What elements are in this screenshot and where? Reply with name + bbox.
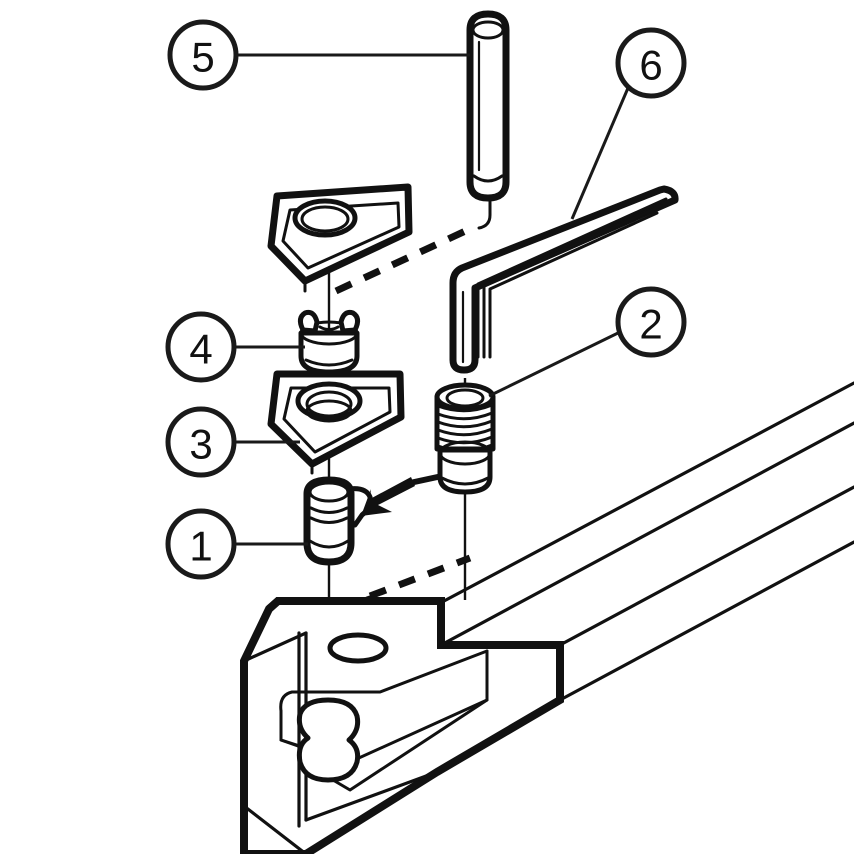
seat-pocket-wall-left-return (279, 738, 300, 748)
cylindrical-pin (466, 10, 510, 230)
lock-pin-bottom-edge (308, 539, 350, 549)
callout-6-label: 6 (639, 42, 662, 89)
thread-turn-2 (436, 411, 494, 421)
shim-plate-hole-counterbore (305, 390, 353, 418)
cylindrical-pin-body (466, 10, 510, 202)
dashed-assembly-path-lower (368, 554, 472, 600)
holder-left-chamfer-to-face (242, 631, 308, 663)
threaded-screw-hex-socket-inner (445, 388, 485, 408)
shim-plate (267, 370, 405, 475)
shim-plate-hole-inner (305, 399, 353, 423)
cylindrical-pin-top-face (471, 20, 505, 40)
pin-to-dashed-connector (477, 196, 492, 230)
callout-3-circle[interactable] (165, 406, 237, 478)
callout-5-label: 5 (191, 34, 214, 81)
arrow-head-and-shaft (361, 477, 415, 516)
dashed-assembly-path-upper (334, 224, 474, 295)
cutting-insert-hole-inner (300, 205, 350, 233)
callout-5[interactable]: 5 (167, 19, 239, 91)
callout-4[interactable]: 4 (165, 311, 237, 383)
threaded-screw (434, 382, 496, 495)
shank-top-front-edge (439, 421, 854, 647)
callout-4-circle[interactable] (165, 311, 237, 383)
leader-6 (570, 87, 630, 220)
seat-pocket-keyhole-recess (296, 697, 361, 783)
callout-2-circle[interactable] (615, 286, 687, 358)
cutting-insert-chamfer (281, 201, 401, 270)
lock-pin (303, 476, 373, 566)
lock-pin-groove-1 (309, 506, 349, 514)
clamp-ring-slot (318, 325, 340, 331)
clamp-ring (297, 309, 361, 375)
callout-4-label: 4 (189, 326, 212, 373)
callout-2[interactable]: 2 (615, 286, 687, 358)
hex-key-facet-1 (476, 197, 668, 359)
lock-pin-groove-2 (309, 516, 349, 524)
lock-pin-top-face (308, 481, 350, 503)
threaded-screw-collar-rim (438, 440, 492, 466)
clamp-ring-finger-right (338, 309, 361, 334)
shank-top-back-edge (442, 381, 854, 603)
holder-bottom-left-chamfer (242, 804, 308, 854)
callout-6[interactable]: 6 (615, 27, 687, 99)
holder-bottom-front-edge (304, 770, 439, 822)
cutting-insert (267, 183, 413, 293)
hex-key-body (449, 185, 679, 374)
clamp-ring-bottom-edge (304, 358, 354, 367)
callout-1-label: 1 (189, 523, 212, 570)
tool-holder-body (240, 381, 854, 854)
hex-key (449, 185, 679, 374)
thread-turn-1 (436, 403, 494, 413)
threaded-screw-collar (437, 447, 493, 495)
clamp-ring-top-rim (299, 320, 359, 346)
callout-5-circle[interactable] (167, 19, 239, 91)
shank-bottom-edge (558, 540, 854, 702)
callout-3-label: 3 (189, 421, 212, 468)
clamp-ring-finger-left (297, 309, 320, 334)
seat-pocket-back-wall-top (279, 649, 489, 713)
callout-1-circle[interactable] (165, 508, 237, 580)
callout-leader-lines (234, 53, 630, 546)
leader-2 (488, 331, 619, 398)
thread-turn-4 (436, 427, 494, 437)
cylindrical-pin-bottom-edge (472, 174, 504, 183)
shank-mid-edge (558, 485, 854, 647)
hex-key-facet-3 (488, 211, 659, 359)
thread-turn-3 (436, 419, 494, 429)
callout-1[interactable]: 1 (165, 508, 237, 580)
holder-screw-hole (327, 632, 389, 664)
callout-6-circle[interactable] (615, 27, 687, 99)
threaded-screw-bottom-edge (440, 476, 490, 486)
shim-plate-chamfer (282, 386, 392, 454)
callout-2-label: 2 (639, 301, 662, 348)
hex-key-facet-2 (482, 204, 663, 359)
callout-3[interactable]: 3 (165, 406, 237, 478)
